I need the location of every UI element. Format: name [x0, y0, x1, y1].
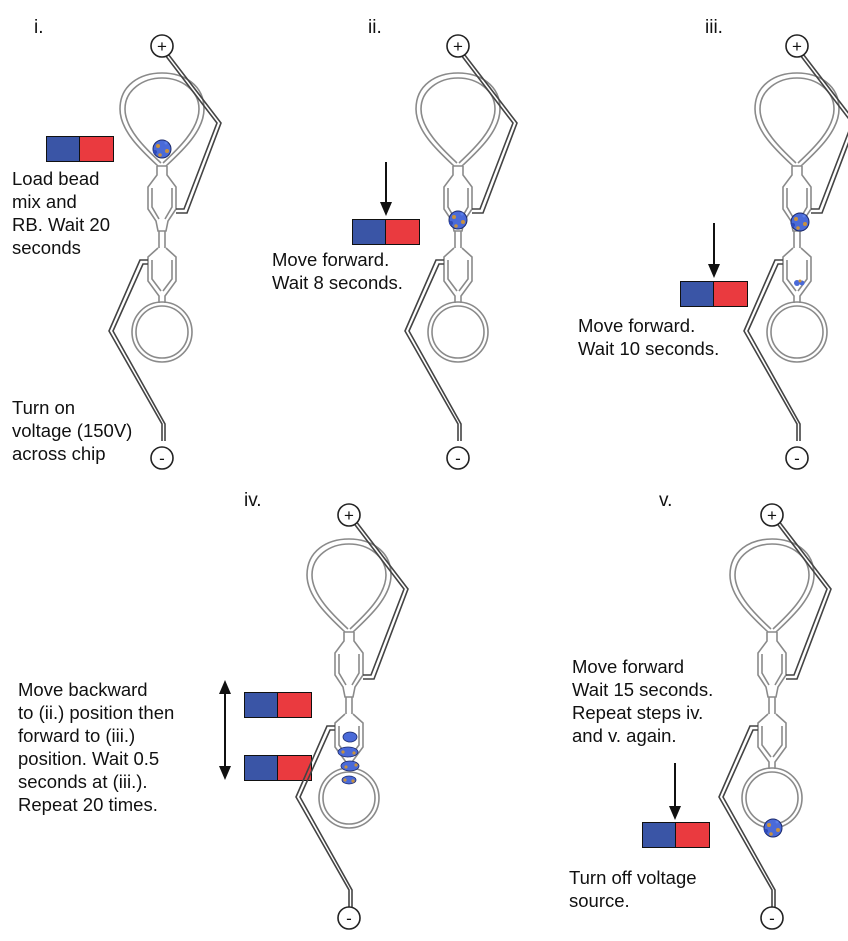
step-label-ii: ii. [368, 17, 382, 38]
step-ii-instruction: Move forward. Wait 8 seconds. [272, 249, 403, 293]
magnet-north-pole [353, 220, 386, 244]
step-iii-instruction: Move forward. Wait 10 seconds. [578, 315, 720, 359]
plus-terminal-i: + [150, 34, 174, 58]
step-i-instruction: Load bead mix and RB. Wait 20 seconds [12, 168, 111, 258]
magnet-step-ii [352, 219, 420, 245]
chip-iii [743, 37, 848, 442]
bead-cluster-ii [448, 210, 468, 230]
magnet-south-pole [80, 137, 113, 161]
small-bead-cluster-iii [794, 279, 805, 286]
step-label-i: i. [34, 17, 44, 38]
plus-terminal-ii: + [446, 34, 470, 58]
step-i-voltage-instruction: Turn on voltage (150V) across chip [12, 397, 133, 464]
svg-text:+: + [792, 37, 802, 56]
minus-terminal-v: - [760, 906, 784, 930]
magnet-step-iii [680, 281, 748, 307]
svg-text:-: - [769, 909, 775, 928]
svg-text:-: - [455, 449, 461, 468]
magnet-south-pole [386, 220, 419, 244]
magnet-south-pole [676, 823, 709, 847]
chip-iv [295, 503, 409, 908]
chip-ii [404, 37, 518, 442]
bead-cluster-i [152, 139, 172, 159]
magnet-step-i [46, 136, 114, 162]
magnet-step-iv-forward [244, 755, 312, 781]
svg-text:-: - [346, 909, 352, 928]
minus-terminal-iii: - [785, 446, 809, 470]
step-label-v: v. [659, 490, 673, 511]
magnet-north-pole [47, 137, 80, 161]
down-arrow-v [669, 763, 681, 820]
down-arrow-iii [708, 223, 720, 278]
bead-cluster-v [763, 818, 783, 838]
magnet-south-pole [714, 282, 747, 306]
step-v-instruction: Move forward Wait 15 seconds. Repeat ste… [572, 656, 714, 746]
magnet-north-pole [245, 693, 278, 717]
plus-terminal-iv: + [337, 503, 361, 527]
magnet-north-pole [245, 756, 278, 780]
magnet-step-v [642, 822, 710, 848]
step-v-voltage-off-instruction: Turn off voltage source. [569, 867, 697, 911]
bead-cluster-iv [337, 731, 360, 785]
plus-terminal-v: + [760, 503, 784, 527]
minus-terminal-ii: - [446, 446, 470, 470]
svg-text:+: + [157, 37, 167, 56]
step-label-iv: iv. [244, 490, 262, 511]
step-label-iii: iii. [705, 17, 723, 38]
svg-text:-: - [794, 449, 800, 468]
plus-terminal-iii: + [785, 34, 809, 58]
svg-text:-: - [159, 449, 165, 468]
down-arrow-ii [380, 162, 392, 216]
double-arrow-iv [219, 680, 231, 780]
svg-text:+: + [767, 506, 777, 525]
svg-text:+: + [344, 506, 354, 525]
magnet-south-pole [278, 693, 311, 717]
svg-text:+: + [453, 37, 463, 56]
minus-terminal-iv: - [337, 906, 361, 930]
magnet-north-pole [681, 282, 714, 306]
minus-terminal-i: - [150, 446, 174, 470]
step-iv-instruction: Move backward to (ii.) position then for… [18, 679, 175, 815]
chip-v [718, 503, 832, 908]
bead-cluster-iii [790, 212, 810, 232]
chip-i [108, 37, 222, 442]
magnet-step-iv-back [244, 692, 312, 718]
magnet-north-pole [643, 823, 676, 847]
